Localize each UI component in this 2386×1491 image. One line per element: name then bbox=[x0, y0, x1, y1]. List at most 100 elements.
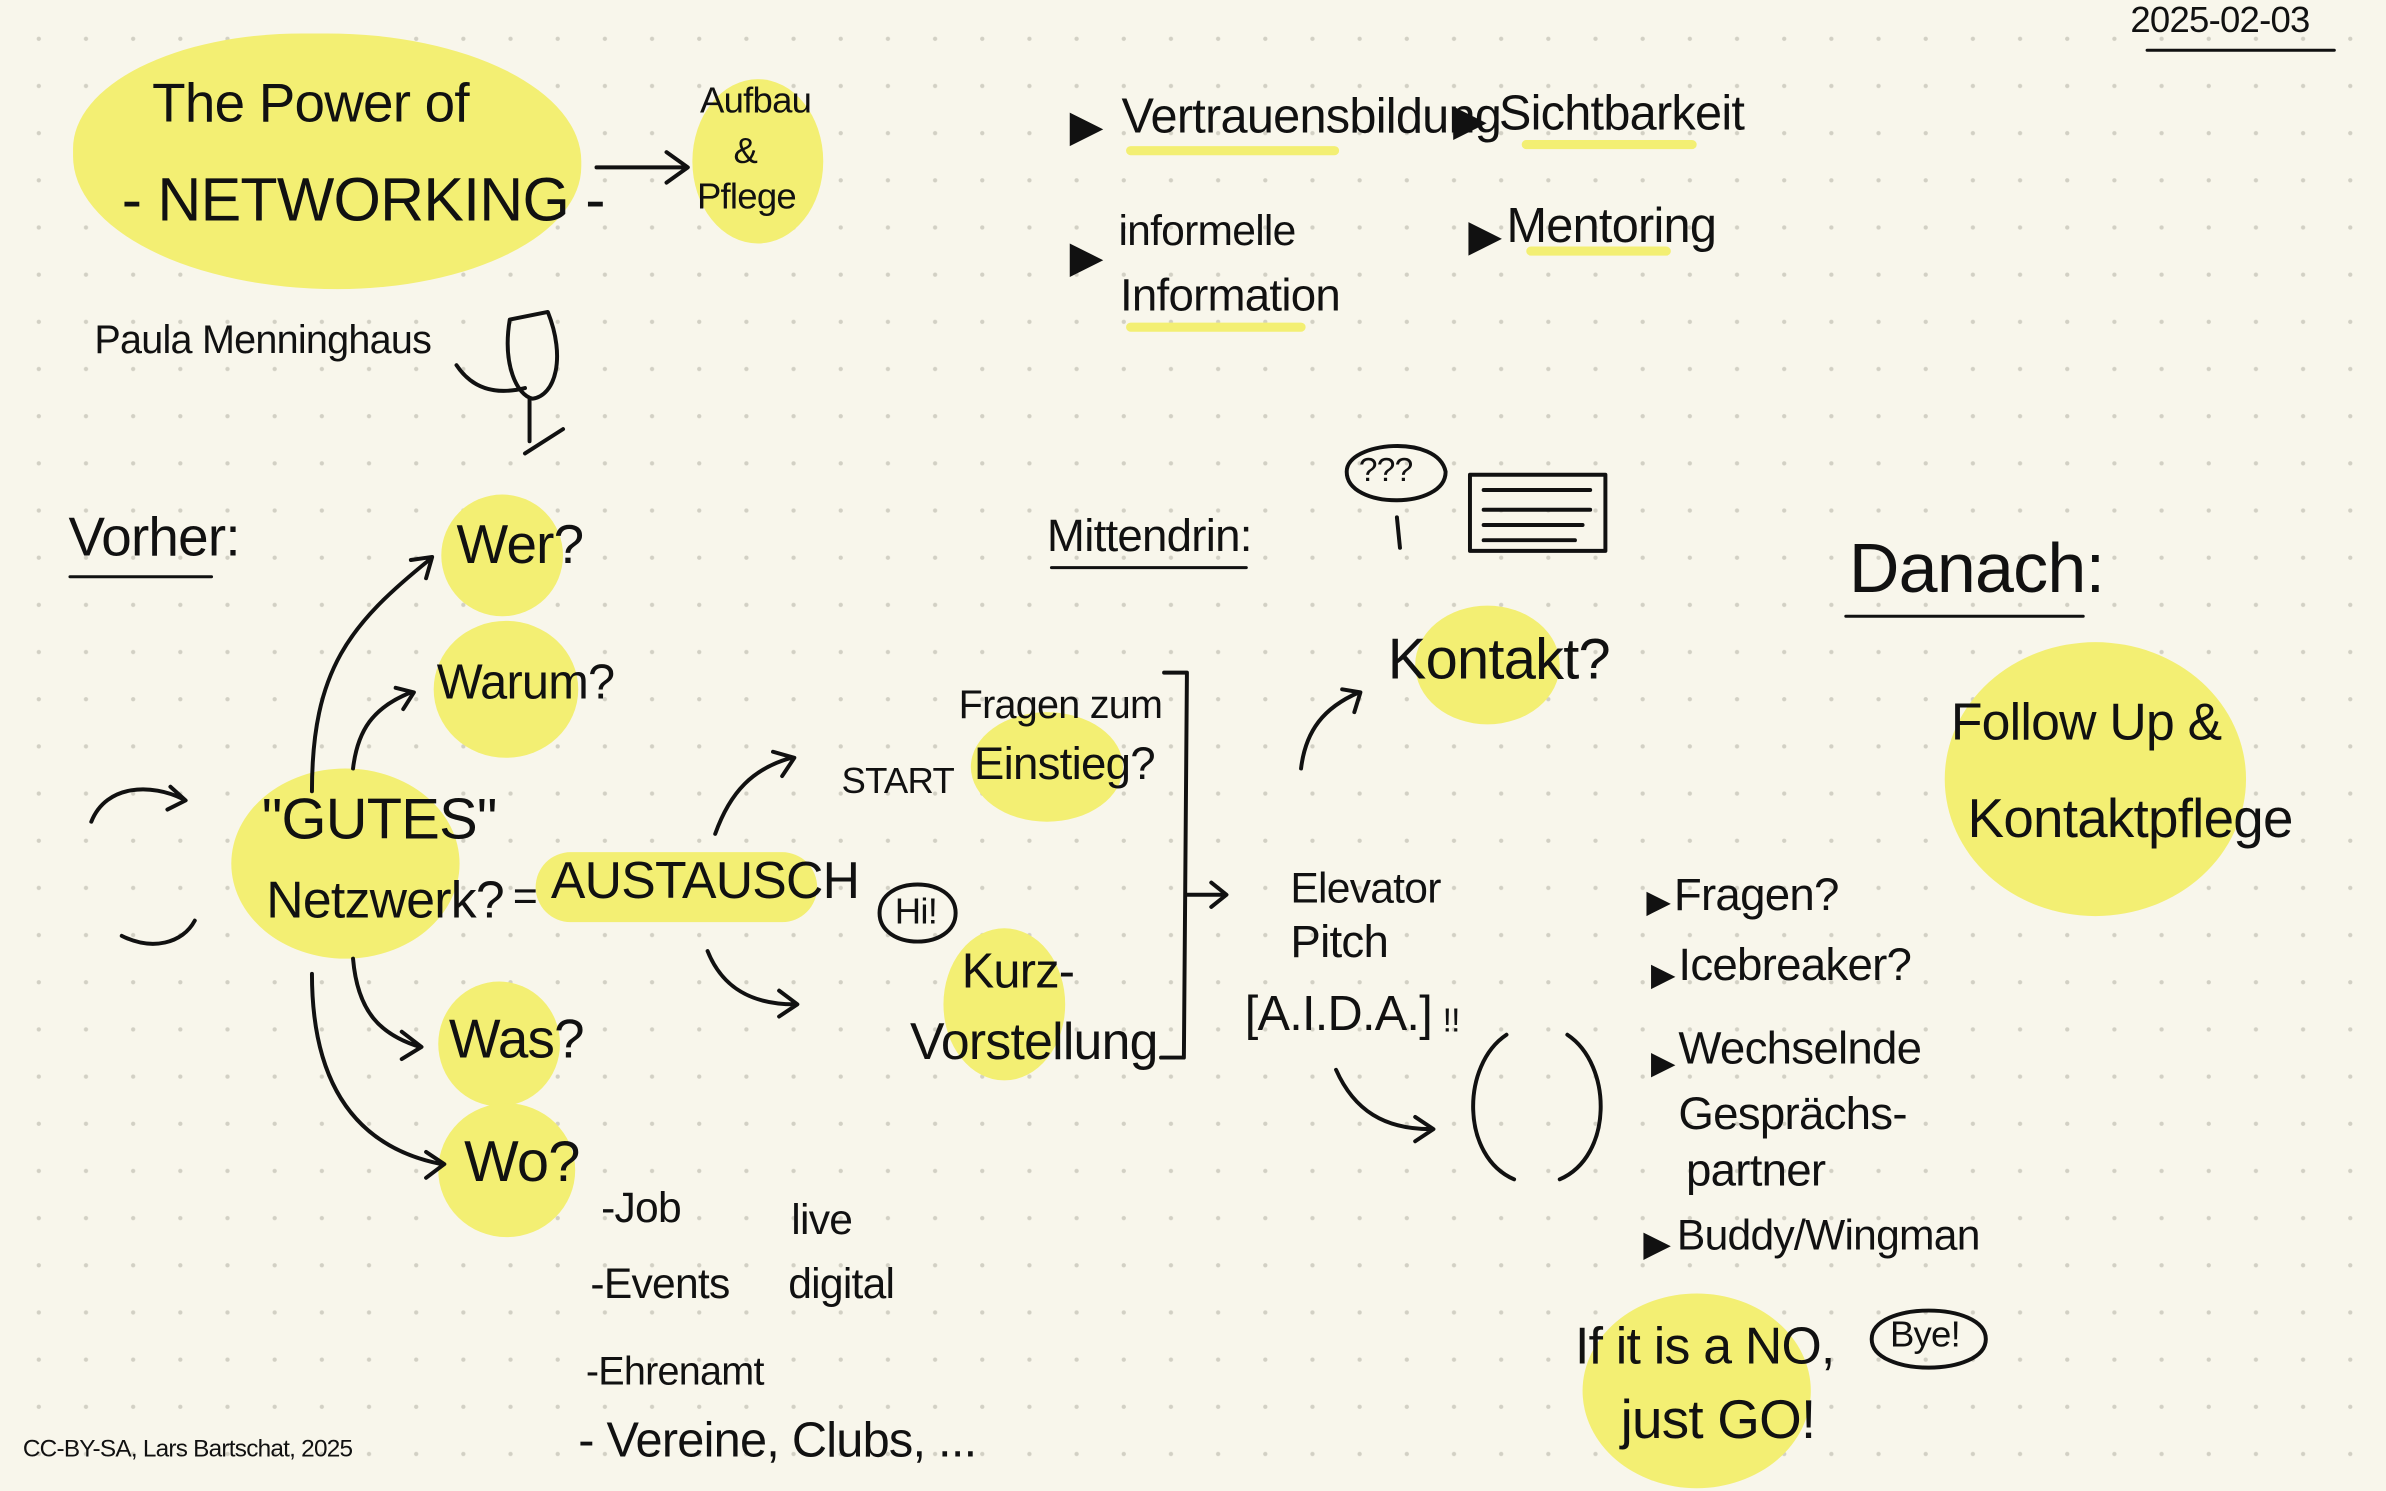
tip-gespraechs: Gesprächs- bbox=[1678, 1089, 1907, 1140]
arrow-to-start bbox=[713, 749, 797, 836]
date-underline bbox=[2145, 48, 2336, 52]
author: Paula Menninghaus bbox=[94, 316, 432, 363]
danach-highlight bbox=[1944, 642, 2247, 917]
kurz-highlight bbox=[943, 928, 1066, 1081]
nogo-highlight bbox=[1582, 1293, 1811, 1489]
tip-buddy: Buddy/Wingman bbox=[1676, 1211, 1980, 1259]
wo-job: -Job bbox=[601, 1183, 682, 1232]
bullet-icon bbox=[1651, 1053, 1676, 1078]
vorher-person bbox=[454, 309, 566, 456]
pitch-label: Pitch bbox=[1290, 917, 1389, 968]
arrow-to-warum bbox=[351, 685, 416, 771]
was-highlight bbox=[438, 981, 560, 1107]
bye-bubble-text: Bye! bbox=[1889, 1314, 1961, 1356]
start-label: START bbox=[841, 760, 955, 802]
nogo-line2: just GO! bbox=[1620, 1387, 1817, 1451]
vorher-heading: Vorher: bbox=[68, 505, 240, 568]
arrow-to-group bbox=[1334, 1067, 1436, 1144]
aida-exclamation: !! bbox=[1442, 1001, 1461, 1040]
danach-underline bbox=[1844, 614, 2085, 618]
wo-digital: digital bbox=[788, 1259, 895, 1308]
kontakt-highlight bbox=[1415, 605, 1560, 725]
gutes-label: "GUTES" bbox=[261, 788, 498, 853]
bullet-icon bbox=[1646, 891, 1671, 917]
speech-bubble-bye bbox=[1869, 1308, 1988, 1370]
question-wer: Wer? bbox=[456, 512, 585, 576]
group-circle bbox=[1471, 1032, 1603, 1182]
austausch-highlight bbox=[535, 852, 818, 923]
benefit-sichtbarkeit: Sichtbarkeit bbox=[1498, 85, 1745, 140]
aufbau-highlight bbox=[692, 79, 824, 244]
kontakt-label: Kontakt? bbox=[1387, 628, 1611, 693]
equals-sign: = bbox=[512, 871, 538, 920]
hi-bubble-text: Hi! bbox=[894, 891, 938, 933]
wo-ehrenamt: -Ehrenamt bbox=[585, 1348, 765, 1394]
warum-highlight bbox=[433, 620, 579, 758]
bullet-icon bbox=[1468, 222, 1502, 256]
fragen-zum-label: Fragen zum bbox=[958, 681, 1163, 728]
elevator-label: Elevator bbox=[1290, 864, 1441, 912]
highlight-stroke bbox=[1126, 322, 1306, 332]
wo-vereine: - Vereine, Clubs, ... bbox=[578, 1412, 977, 1467]
mittendrin-heading: Mittendrin: bbox=[1046, 511, 1253, 562]
wer-highlight bbox=[441, 494, 564, 617]
benefit-information: Information bbox=[1119, 270, 1341, 322]
highlight-stroke bbox=[1526, 246, 1671, 256]
einstieg-label: Einstieg? bbox=[973, 739, 1156, 790]
arrow-to-was bbox=[351, 956, 424, 1062]
austausch-label: AUSTAUSCH bbox=[550, 852, 860, 910]
credit: CC-BY-SA, Lars Bartschat, 2025 bbox=[22, 1436, 353, 1463]
highlight-stroke bbox=[1521, 139, 1697, 150]
aufbau-line2: & bbox=[733, 130, 758, 172]
title-line2: - NETWORKING - bbox=[121, 167, 606, 235]
arrow-to-kontakt bbox=[1299, 687, 1363, 771]
vorher-underline bbox=[68, 575, 214, 579]
mittendrin-underline bbox=[1049, 566, 1248, 570]
date: 2025-02-03 bbox=[2130, 0, 2310, 42]
kurz-label: Kurz- bbox=[961, 943, 1075, 999]
arrow-to-mittendrin bbox=[1184, 880, 1229, 909]
benefit-informelle: informelle bbox=[1118, 206, 1296, 255]
cycle-arrows bbox=[89, 784, 197, 946]
aida-label: [A.I.D.A.] bbox=[1244, 986, 1433, 1041]
vorstellung-label: Vorstellung bbox=[909, 1013, 1158, 1072]
wo-highlight bbox=[438, 1103, 576, 1238]
highlight-stroke bbox=[1126, 146, 1340, 156]
title-cloud bbox=[73, 33, 582, 290]
bullet-icon bbox=[1651, 964, 1676, 990]
tip-icebreaker: Icebreaker? bbox=[1678, 940, 1912, 991]
benefit-mentoring: Mentoring bbox=[1506, 197, 1717, 253]
follow-up-label: Follow Up & bbox=[1950, 693, 2222, 752]
einstieg-highlight bbox=[970, 712, 1124, 822]
gutes-highlight bbox=[231, 768, 460, 959]
arrow-to-kurz bbox=[705, 949, 800, 1019]
netzwerk-label: Netzwerk? bbox=[266, 871, 504, 930]
thought-bubble bbox=[1344, 444, 1448, 550]
thought-text: ??? bbox=[1358, 450, 1413, 489]
title-arrow bbox=[594, 150, 690, 185]
title-line1: The Power of bbox=[152, 71, 469, 134]
bullet-icon bbox=[1069, 243, 1104, 277]
nogo-line1: If it is a NO, bbox=[1574, 1317, 1835, 1376]
bullet-icon bbox=[1069, 112, 1104, 147]
arrow-to-wo bbox=[309, 971, 447, 1180]
question-wo: Wo? bbox=[464, 1130, 580, 1195]
wo-events: -Events bbox=[590, 1259, 730, 1308]
aufbau-line1: Aufbau bbox=[699, 80, 812, 122]
speech-bubble-hi bbox=[877, 882, 958, 944]
benefit-vertrauensbildung: Vertrauensbildung bbox=[1121, 88, 1502, 144]
aufbau-line3: Pflege bbox=[696, 176, 797, 218]
danach-heading: Danach: bbox=[1848, 528, 2105, 608]
bullet-icon bbox=[1453, 106, 1487, 140]
question-was: Was? bbox=[448, 1007, 585, 1070]
bracket bbox=[1159, 670, 1189, 1060]
bullet-icon bbox=[1643, 1232, 1671, 1260]
tip-fragen: Fragen? bbox=[1673, 870, 1839, 921]
kontaktpflege-label: Kontaktpflege bbox=[1967, 786, 2294, 850]
tip-partner: partner bbox=[1686, 1145, 1826, 1197]
question-warum: Warum? bbox=[436, 654, 615, 710]
tip-wechselnde: Wechselnde bbox=[1678, 1024, 1922, 1075]
screen-icon bbox=[1467, 472, 1608, 553]
